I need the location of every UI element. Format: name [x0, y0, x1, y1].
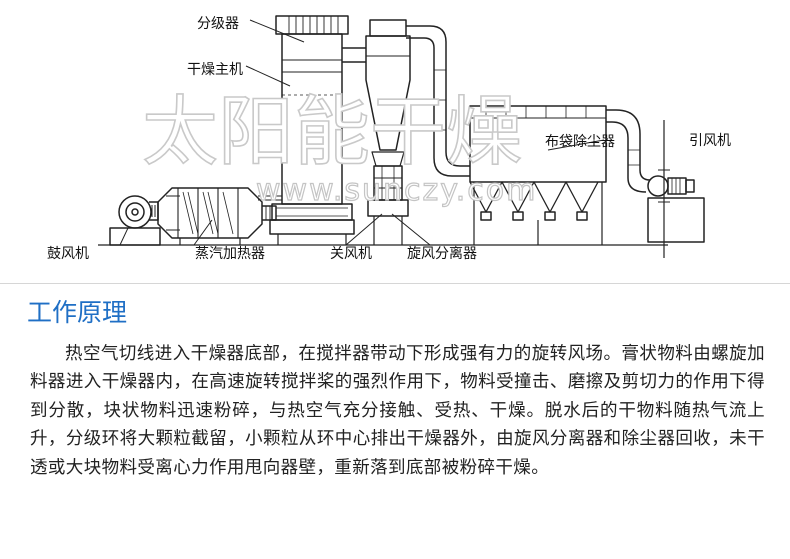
- induced-fan-unit: [647, 120, 705, 258]
- duct-dryer-cyclone: [342, 47, 366, 63]
- dryer-main-tower: [258, 15, 355, 245]
- bag-filter-unit: [469, 105, 607, 245]
- process-diagram: 太阳能干燥 www.sunczy.com 分级器 干燥主机 布袋除尘器 引风机 …: [47, 15, 731, 262]
- steam-heater-unit: [157, 187, 263, 245]
- section-divider: [0, 283, 790, 284]
- watermark-url: www.sunczy.com: [256, 173, 537, 208]
- label-classifier: 分级器: [197, 16, 239, 32]
- label-dryer-main: 干燥主机: [187, 62, 243, 78]
- blower-unit: [109, 195, 161, 246]
- label-bag-filter: 布袋除尘器: [545, 134, 615, 150]
- cyclone-separator: [365, 19, 411, 245]
- watermark-text: 太阳能干燥: [142, 87, 522, 176]
- leader-lines: [119, 19, 605, 246]
- label-rotary-valve: 关风机: [330, 246, 372, 262]
- section-title: 工作原理: [27, 298, 128, 327]
- label-steam-heater: 蒸汽加热器: [195, 246, 265, 262]
- label-cyclone: 旋风分离器: [407, 245, 477, 262]
- label-blower: 鼓风机: [47, 246, 89, 262]
- label-induced-fan: 引风机: [689, 133, 731, 149]
- duct-bagfilter-fan: [606, 109, 651, 193]
- principle-description: 热空气切线进入干燥器底部，在搅拌器带动下形成强有力的旋转风场。膏状物料由螺旋加料…: [30, 344, 765, 478]
- duct-cyclone-bagfilter: [406, 25, 470, 177]
